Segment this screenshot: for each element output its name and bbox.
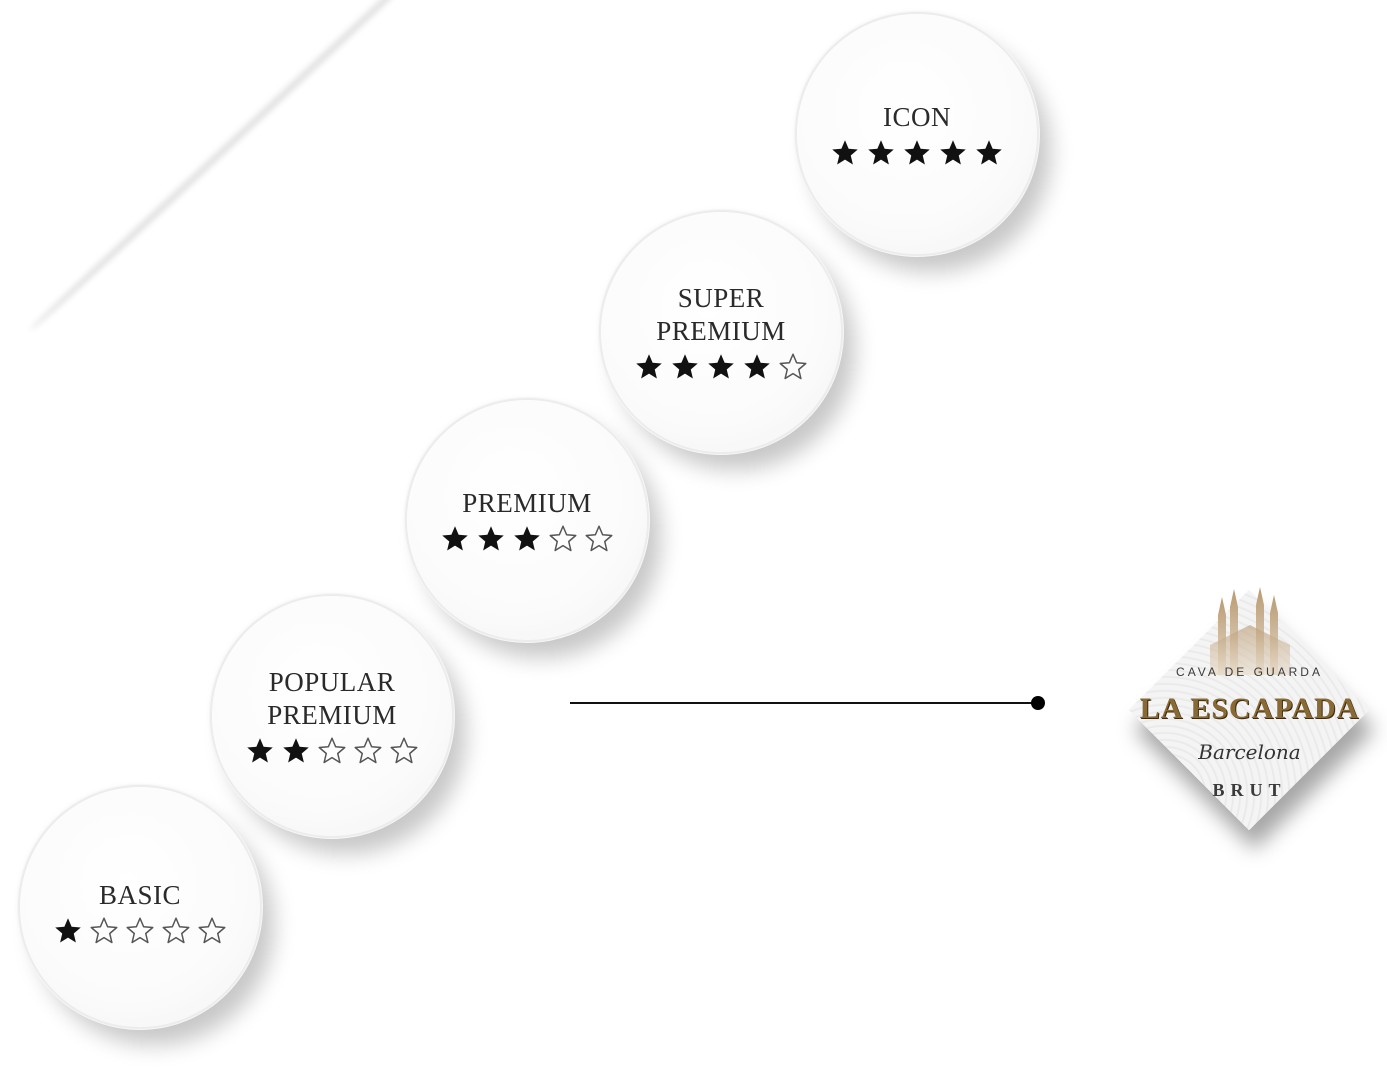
star-rating bbox=[53, 916, 227, 946]
star-empty-icon bbox=[778, 352, 808, 382]
star-rating bbox=[634, 352, 808, 382]
star-empty-icon bbox=[353, 736, 383, 766]
star-filled-icon bbox=[476, 524, 506, 554]
star-rating bbox=[440, 524, 614, 554]
star-empty-icon bbox=[197, 916, 227, 946]
diagonal-shadow-stroke bbox=[26, 0, 546, 334]
tier-label: ICON bbox=[883, 101, 951, 132]
star-filled-icon bbox=[902, 138, 932, 168]
star-filled-icon bbox=[670, 352, 700, 382]
tier-label: POPULAR PREMIUM bbox=[267, 667, 397, 730]
star-filled-icon bbox=[866, 138, 896, 168]
star-empty-icon bbox=[89, 916, 119, 946]
connector-dot bbox=[1031, 696, 1045, 710]
tier-icon: ICON bbox=[797, 14, 1037, 254]
star-empty-icon bbox=[125, 916, 155, 946]
star-filled-icon bbox=[440, 524, 470, 554]
star-filled-icon bbox=[245, 736, 275, 766]
star-empty-icon bbox=[389, 736, 419, 766]
sagrada-familia-towers-icon bbox=[1210, 587, 1290, 675]
la-escapada-logo: CAVA DE GUARDA LA ESCAPADA Barcelona BRU… bbox=[1112, 585, 1387, 831]
star-rating bbox=[245, 736, 419, 766]
star-filled-icon bbox=[53, 916, 83, 946]
star-empty-icon bbox=[548, 524, 578, 554]
star-filled-icon bbox=[512, 524, 542, 554]
tier-label: BASIC bbox=[98, 879, 182, 910]
star-filled-icon bbox=[742, 352, 772, 382]
tier-label: PREMIUM bbox=[462, 487, 592, 518]
star-filled-icon bbox=[634, 352, 664, 382]
star-empty-icon bbox=[317, 736, 347, 766]
logo-subtitle: BRUT bbox=[1212, 780, 1287, 800]
star-rating bbox=[830, 138, 1004, 168]
connector-line bbox=[570, 702, 1036, 704]
star-empty-icon bbox=[584, 524, 614, 554]
star-filled-icon bbox=[938, 138, 968, 168]
tier-basic: BASIC bbox=[20, 787, 260, 1027]
star-filled-icon bbox=[830, 138, 860, 168]
tier-super-premium: SUPER PREMIUM bbox=[601, 212, 841, 452]
star-filled-icon bbox=[281, 736, 311, 766]
star-filled-icon bbox=[706, 352, 736, 382]
logo-brand-name: LA ESCAPADA bbox=[1139, 692, 1360, 725]
logo-top-text: CAVA DE GUARDA bbox=[1176, 665, 1323, 679]
tier-premium: PREMIUM bbox=[407, 400, 647, 640]
star-empty-icon bbox=[161, 916, 191, 946]
tier-popular-premium: POPULAR PREMIUM bbox=[212, 596, 452, 836]
star-filled-icon bbox=[974, 138, 1004, 168]
tier-label: SUPER PREMIUM bbox=[656, 283, 786, 346]
logo-city: Barcelona bbox=[1198, 740, 1301, 764]
